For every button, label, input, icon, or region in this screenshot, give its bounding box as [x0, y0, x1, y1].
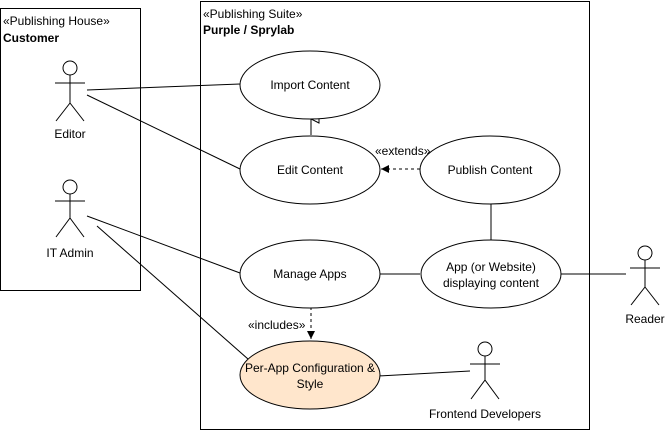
association-itadmin-manage — [86, 215, 241, 274]
use-case-app-display: App (or Website) displaying content — [420, 239, 562, 309]
actor-frontend-developers: Frontend Developers — [429, 341, 541, 421]
actor-reader: Reader — [625, 245, 665, 326]
association-editor-edit — [86, 94, 241, 170]
use-case-publish-content-label: Publish Content — [448, 163, 533, 177]
use-case-app-display-shape — [420, 239, 562, 309]
actor-editor: Editor — [54, 60, 86, 141]
association-itadmin-config — [96, 225, 266, 375]
use-case-manage-apps-label: Manage Apps — [273, 267, 346, 281]
association-config-frontend — [377, 370, 471, 377]
use-case-per-app-config-label-line2: Style — [297, 377, 324, 391]
use-case-edit-content: Edit Content — [239, 135, 381, 205]
use-case-manage-apps-shape — [239, 239, 381, 309]
actor-frontend-developers-figure — [470, 341, 500, 400]
use-case-publish-content: Publish Content — [419, 135, 561, 205]
use-case-import-content-label: Import Content — [270, 78, 350, 92]
actor-editor-figure — [55, 60, 85, 122]
extends-label: «extends» — [375, 144, 431, 158]
actor-it-admin: IT Admin — [46, 179, 94, 260]
use-case-edit-content-label: Edit Content — [277, 163, 344, 177]
includes-label: «includes» — [248, 318, 306, 332]
actor-reader-label: Reader — [625, 312, 664, 326]
association-editor-import — [86, 83, 241, 91]
customer-stereotype: «Publishing House» — [3, 14, 110, 28]
actor-it-admin-figure — [55, 179, 85, 238]
customer-boundary: «Publishing House» Customer — [0, 8, 141, 291]
use-case-app-display-label-line2: displaying content — [443, 276, 540, 290]
actor-it-admin-label: IT Admin — [46, 246, 93, 260]
customer-name: Customer — [3, 31, 59, 45]
actor-editor-label: Editor — [54, 127, 85, 141]
associations — [86, 83, 626, 377]
suite-name: Purple / Sprylab — [203, 23, 294, 37]
use-case-per-app-config: Per-App Configuration & Style — [239, 340, 381, 410]
actor-reader-figure — [630, 245, 660, 306]
use-case-publish-content-shape — [419, 135, 561, 205]
use-case-import-content-shape — [239, 50, 381, 120]
use-case-manage-apps: Manage Apps — [239, 239, 381, 309]
actor-frontend-developers-label: Frontend Developers — [429, 407, 541, 421]
use-case-app-display-label-line1: App (or Website) — [446, 260, 536, 274]
use-case-per-app-config-label-line1: Per-App Configuration & — [245, 361, 375, 375]
suite-stereotype: «Publishing Suite» — [203, 7, 303, 21]
use-case-edit-content-shape — [239, 135, 381, 205]
use-case-per-app-config-shape — [239, 340, 381, 410]
use-case-import-content: Import Content — [239, 50, 381, 120]
